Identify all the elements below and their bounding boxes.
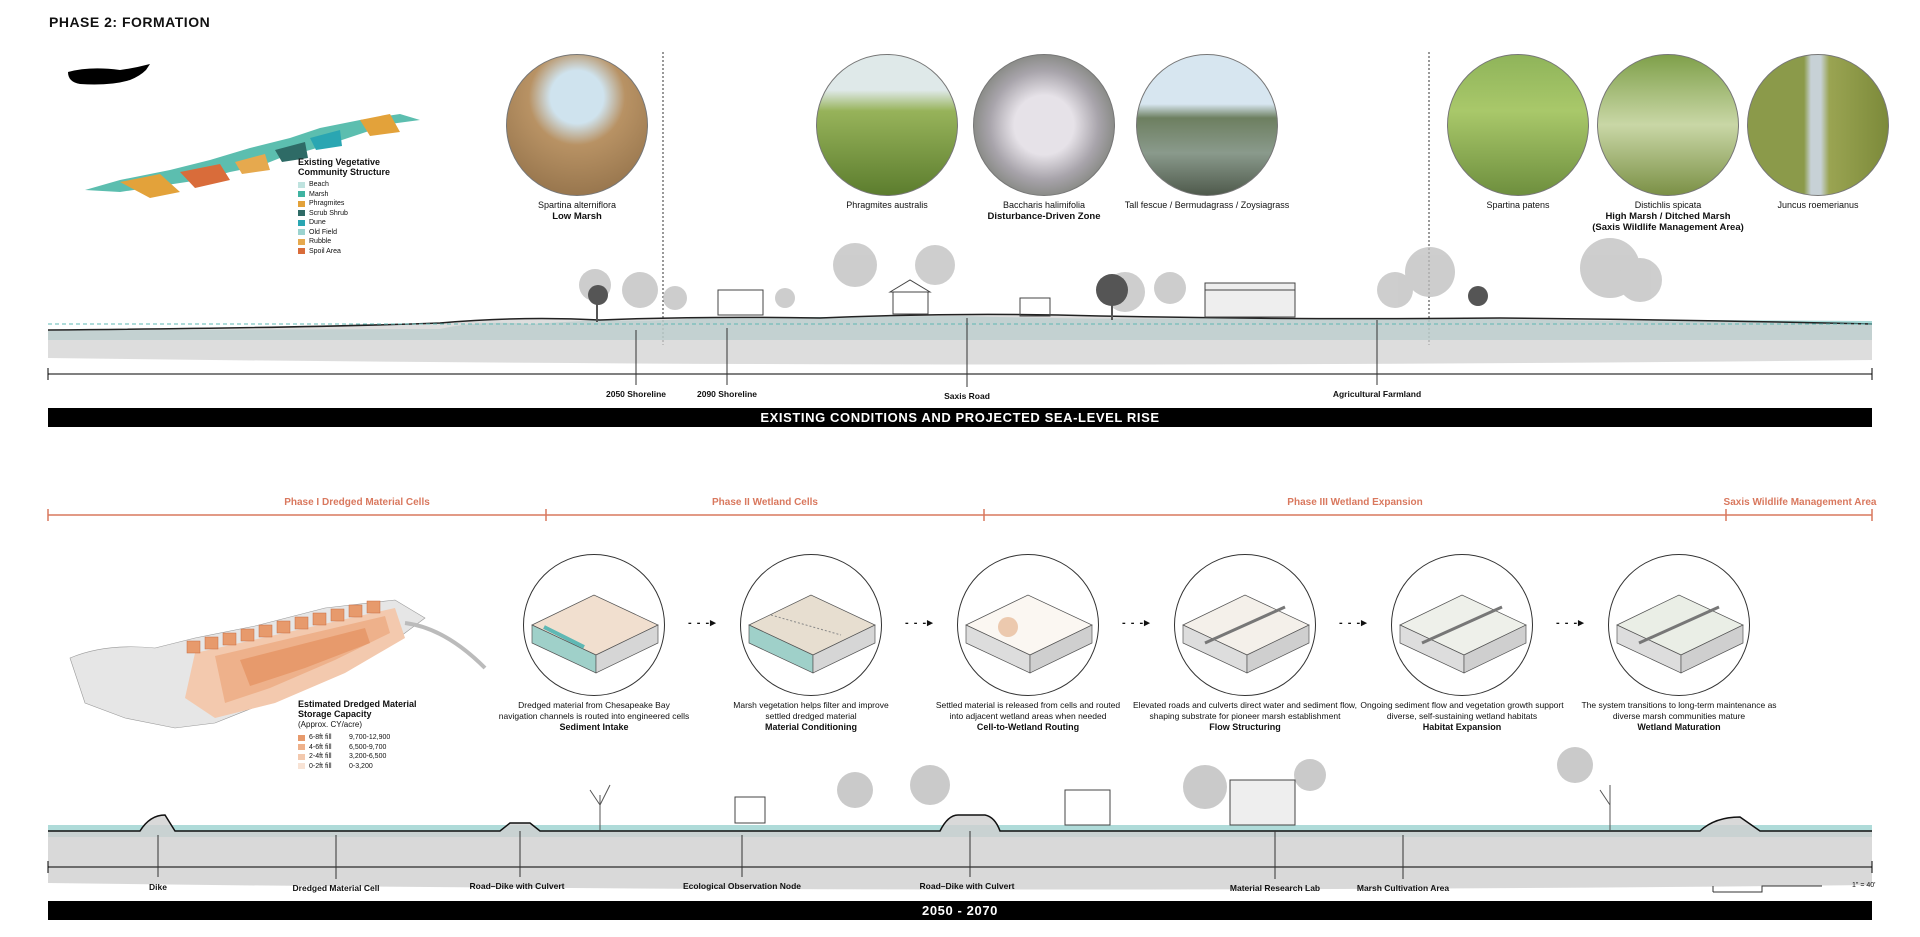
step-caption: Settled material is released from cells …	[935, 700, 1121, 732]
legend-item: Scrub Shrub	[298, 209, 390, 219]
phase-4-label: Saxis Wildlife Management Area	[1723, 497, 1877, 508]
scale-bar	[1712, 885, 1822, 893]
legend-item: Beach	[298, 180, 390, 190]
arrow-right-icon: - - -▸	[905, 617, 934, 629]
step-caption: The system transitions to long-term main…	[1581, 700, 1777, 732]
legend-item: Spoil Area	[298, 247, 390, 257]
photo-spartina-alterniflora	[506, 54, 648, 196]
label-road-dike-culvert-2: Road–Dike with Culvert	[919, 881, 1015, 891]
step-circle-cell-to-wetland-routing	[957, 554, 1099, 696]
step-caption: Marsh vegetation helps filter and improv…	[733, 700, 889, 732]
step-caption: Elevated roads and culverts direct water…	[1133, 700, 1357, 732]
phase-1-label: Phase I Dredged Material Cells	[284, 497, 430, 508]
arrow-right-icon: - - -▸	[688, 617, 717, 629]
step-circle-flow-structuring	[1174, 554, 1316, 696]
label-saxis-road: Saxis Road	[944, 391, 990, 401]
arrow-right-icon: - - -▸	[1339, 617, 1368, 629]
step-caption: Ongoing sediment flow and vegetation gro…	[1360, 700, 1564, 732]
step-circle-sediment-intake	[523, 554, 665, 696]
photo-distichlis-spicata	[1597, 54, 1739, 196]
existing-conditions-section	[47, 52, 1873, 387]
scale-label: 1" = 40'	[1852, 882, 1876, 889]
phase-3-label: Phase III Wetland Expansion	[1287, 497, 1423, 508]
phase-2-label: Phase II Wetland Cells	[712, 497, 818, 508]
step-circle-habitat-expansion	[1391, 554, 1533, 696]
legend-item: Phragmites	[298, 199, 390, 209]
dredged-material-plan	[69, 599, 487, 729]
label-marsh-cultivation-area: Marsh Cultivation Area	[1356, 883, 1450, 893]
phase-timeline	[47, 509, 1873, 521]
label-ecological-observation-node: Ecological Observation Node	[682, 881, 802, 891]
step-circle-material-conditioning	[740, 554, 882, 696]
photo-baccharis-halimifolia	[973, 54, 1115, 196]
band-2050-2070: 2050 - 2070	[48, 901, 1872, 920]
label-agricultural-farmland: Agricultural Farmland	[1332, 389, 1422, 399]
photo-tall-fescue	[1136, 54, 1278, 196]
arrow-right-icon: - - -▸	[1122, 617, 1151, 629]
species-caption: Phragmites australis	[846, 200, 928, 210]
vegetation-site-map	[68, 64, 420, 198]
label-2090-shoreline: 2090 Shoreline	[696, 389, 758, 399]
band-existing-conditions: EXISTING CONDITIONS AND PROJECTED SEA-LE…	[48, 408, 1872, 427]
label-dredged-material-cell: Dredged Material Cell	[292, 883, 380, 893]
label-road-dike-culvert-1: Road–Dike with Culvert	[469, 881, 565, 891]
legend-item: Dune	[298, 218, 390, 228]
label-2050-shoreline: 2050 Shoreline	[605, 389, 667, 399]
photo-juncus-roemerianus	[1747, 54, 1889, 196]
photo-spartina-patens	[1447, 54, 1589, 196]
species-caption: Juncus roemerianus	[1777, 200, 1859, 210]
legend-item: Old Field	[298, 228, 390, 238]
label-material-research-lab: Material Research Lab	[1229, 883, 1321, 893]
legend-item: Marsh	[298, 190, 390, 200]
page-title: PHASE 2: FORMATION	[49, 14, 211, 30]
step-circle-wetland-maturation	[1608, 554, 1750, 696]
formation-section	[47, 747, 1873, 890]
arrow-right-icon: - - -▸	[1556, 617, 1585, 629]
label-dike: Dike	[149, 882, 167, 892]
photo-phragmites-australis	[816, 54, 958, 196]
legend-item: Rubble	[298, 237, 390, 247]
species-caption: Tall fescue / Bermudagrass / Zoysiagrass	[1124, 200, 1290, 210]
species-caption: Spartina patens	[1486, 200, 1550, 210]
